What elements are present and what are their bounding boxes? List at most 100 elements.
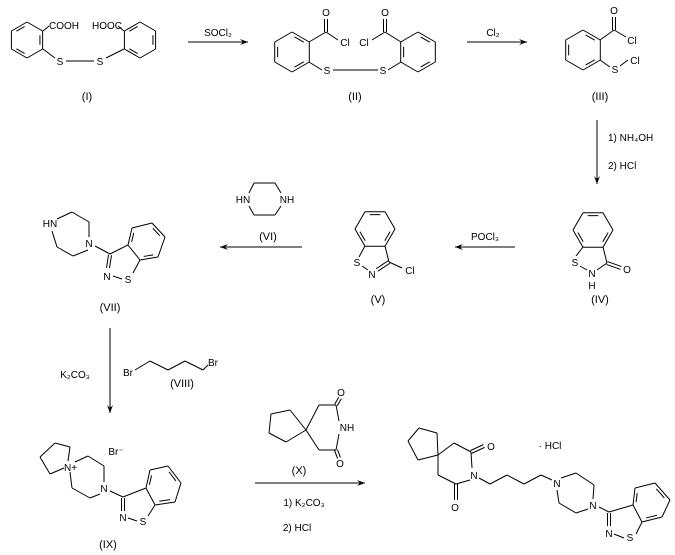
aromatic-double-bond — [129, 25, 138, 32]
bond — [361, 265, 369, 271]
ring-bond — [157, 236, 166, 258]
ring-bond — [582, 59, 601, 71]
bond — [69, 471, 73, 489]
ring-bond — [384, 211, 396, 230]
atom-label: N — [100, 484, 107, 495]
double-bond — [606, 263, 621, 270]
ring-bond — [417, 31, 436, 43]
ring-bond — [274, 61, 293, 73]
bond — [371, 31, 386, 41]
bond — [117, 25, 125, 32]
atom-label: O — [337, 388, 345, 399]
ring-bond — [632, 504, 643, 523]
bond — [489, 474, 508, 485]
bond — [305, 404, 320, 431]
ring-bond — [354, 211, 366, 230]
bond — [67, 446, 71, 462]
bond — [388, 261, 403, 269]
bond — [325, 31, 339, 41]
compound-label: (IX) — [99, 539, 117, 551]
double-bond — [334, 450, 339, 459]
ring-bond — [291, 61, 310, 73]
bond — [613, 29, 627, 38]
bond — [49, 467, 65, 475]
bond — [602, 246, 608, 264]
bond — [470, 451, 473, 469]
compound-label: (VI) — [259, 231, 277, 243]
compound-label: (V) — [371, 294, 386, 306]
ring-bond — [124, 48, 141, 59]
aromatic-double-bond — [655, 488, 665, 499]
atom-label: S — [612, 65, 619, 76]
ring-bond — [151, 222, 166, 238]
double-bond — [471, 446, 485, 454]
ring-bond — [124, 21, 141, 32]
bond — [112, 275, 123, 280]
bond — [289, 409, 307, 431]
atom-label: HOOC — [92, 21, 122, 32]
bond — [635, 521, 643, 535]
atom-label: O — [623, 265, 631, 276]
bonds — [10, 17, 671, 539]
bond — [418, 427, 438, 434]
compound-label: (II) — [348, 91, 361, 103]
arrowhead-icon — [220, 244, 228, 250]
bond — [56, 246, 74, 257]
compound-III: O Cl S Cl (III) — [592, 6, 640, 103]
compound-II: O O Cl Cl S S (II) — [322, 8, 389, 103]
bond — [202, 364, 209, 371]
bond — [407, 440, 419, 461]
atom-label: S — [572, 258, 579, 269]
ring-bond — [145, 469, 151, 489]
ring-bond — [174, 482, 182, 503]
atom-label: HN — [43, 219, 57, 230]
ring-bond — [400, 61, 419, 73]
bond — [127, 517, 138, 522]
aromatic-double-bond — [646, 514, 658, 519]
bond — [149, 360, 169, 371]
atom-label: O — [451, 503, 459, 514]
bond — [592, 484, 595, 500]
atom-label: Cl — [627, 36, 636, 47]
compound-VII: HN N N S (VII) — [43, 219, 132, 314]
ring-bond — [11, 21, 28, 32]
bond — [619, 59, 629, 67]
aromatic-double-bond — [384, 231, 391, 242]
bond — [579, 265, 588, 271]
bond — [598, 506, 610, 513]
ring-bond — [11, 48, 28, 59]
atom-label: S — [97, 57, 104, 68]
ring-bond — [26, 21, 43, 32]
atom-label: O — [322, 8, 330, 19]
bond — [248, 205, 255, 216]
compound-label: (VIII) — [170, 378, 194, 390]
bond — [274, 182, 282, 194]
compound-VI: HN NH (VI) — [236, 195, 294, 243]
arrowhead-icon — [594, 176, 600, 184]
compound-label: (I) — [82, 91, 92, 103]
bond — [599, 59, 611, 68]
bond — [122, 487, 147, 498]
double-bond — [377, 262, 391, 272]
atom-label: N — [368, 270, 375, 281]
atom-label: S — [627, 533, 634, 544]
bond — [599, 29, 615, 41]
double-bond — [470, 444, 484, 452]
compound-V: S N Cl (V) — [354, 258, 415, 306]
ring-bond — [26, 48, 43, 59]
aromatic-double-bond — [585, 59, 596, 66]
reagent-nh4oh: 1) NH₄OH — [608, 133, 653, 144]
aromatic-double-bond — [635, 492, 638, 503]
compound-I: COOH HOOC S S (I) — [49, 21, 122, 103]
arrowhead-icon — [519, 39, 527, 45]
bond — [71, 211, 90, 223]
bond — [358, 245, 366, 258]
ring-bond — [565, 59, 584, 71]
bond — [384, 31, 402, 43]
atom-label: S — [57, 57, 64, 68]
ring-bond — [354, 228, 366, 247]
atom-label: N+ — [64, 463, 77, 474]
bond — [540, 474, 553, 481]
atom-label: Br — [208, 358, 219, 369]
